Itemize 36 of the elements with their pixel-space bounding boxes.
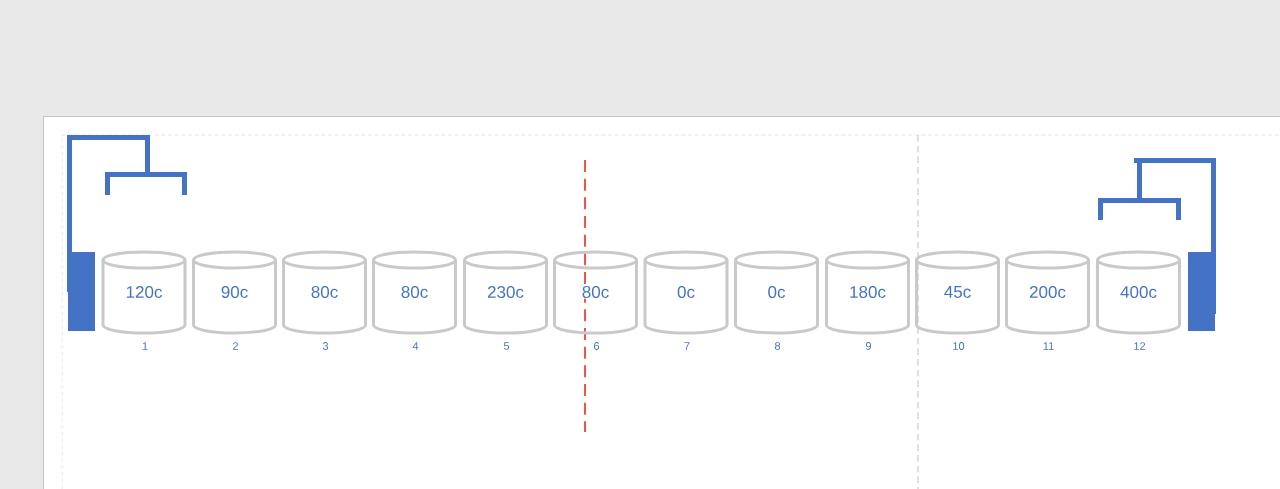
number-label: 6 — [594, 342, 600, 350]
number-label: 12 — [1134, 342, 1146, 350]
number-label: 3 — [322, 342, 329, 350]
cylinder: 80c — [282, 250, 367, 335]
number-label: 1 — [142, 342, 148, 350]
cylinder: 45c — [915, 250, 1000, 335]
node-label: 90c — [221, 285, 248, 299]
cylinder: 230c — [463, 250, 548, 335]
node-label: 400c — [1120, 285, 1157, 299]
node-label: 80c — [401, 285, 428, 299]
node-label: 120c — [126, 285, 162, 299]
number-label: 5 — [503, 342, 510, 350]
cylinder: 80c — [372, 250, 457, 335]
cylinder: 80c — [553, 250, 638, 335]
cylinder: 200c — [1005, 250, 1090, 335]
node-label: 180c — [850, 285, 886, 299]
cylinder: 180c — [825, 250, 910, 335]
number-label: 10 — [953, 342, 965, 350]
node-label: 80c — [582, 285, 609, 299]
cylinder: 120c — [101, 250, 187, 335]
cylinder: 0c — [643, 250, 729, 335]
node-label: 45c — [944, 286, 971, 298]
cylinder: 400c — [1096, 250, 1181, 335]
number-label: 7 — [684, 342, 690, 350]
node-label: 80c — [311, 285, 338, 299]
number-label: 2 — [233, 342, 238, 350]
node-label: 230c — [487, 285, 524, 299]
node-label: 0c — [768, 285, 786, 299]
number-label: 8 — [774, 342, 781, 350]
node-label: 200c — [1029, 285, 1066, 299]
cylinder: 90c — [192, 250, 277, 335]
number-label: 9 — [866, 342, 872, 350]
cylinder: 0c — [734, 250, 819, 335]
number-label: 11 — [1043, 342, 1054, 350]
node-label: 0c — [677, 285, 695, 299]
number-label: 4 — [412, 342, 419, 350]
